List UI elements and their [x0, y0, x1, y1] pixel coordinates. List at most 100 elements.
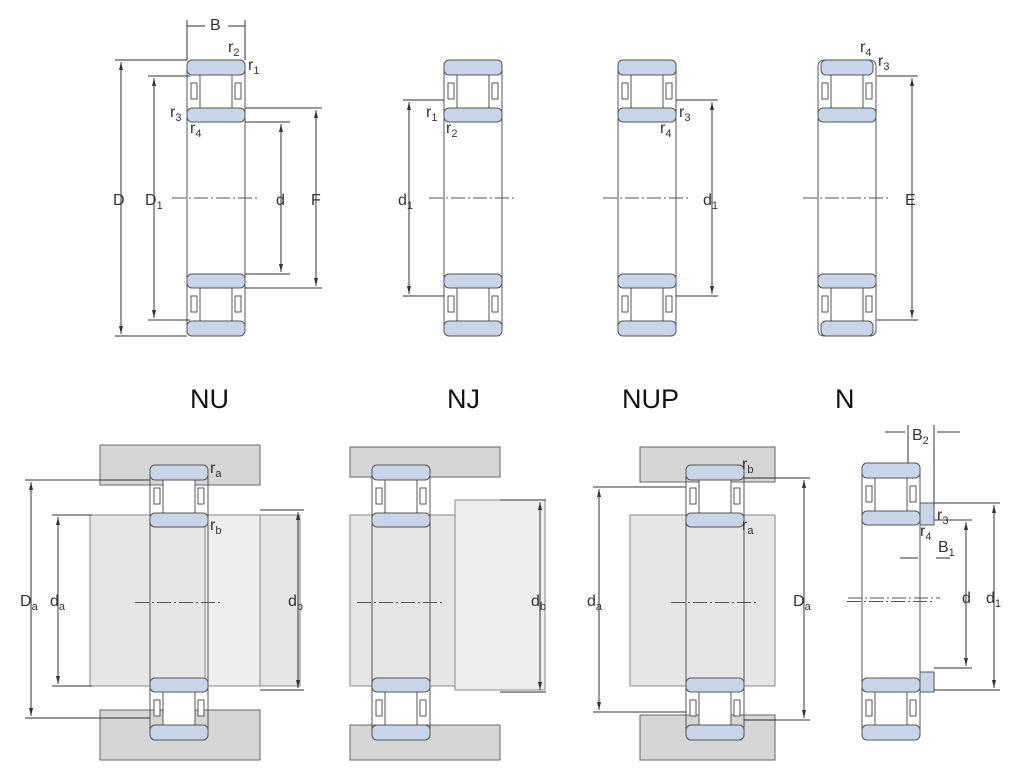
label-r1: r1	[248, 57, 259, 77]
outer-ring	[186, 59, 246, 76]
outer-ring	[820, 320, 874, 337]
cage	[865, 82, 873, 100]
cage	[689, 487, 697, 505]
label-B: B	[210, 17, 221, 34]
label-d1: d1	[703, 192, 718, 212]
arrowhead	[910, 310, 914, 318]
inner-ring	[149, 677, 209, 693]
cage	[153, 699, 161, 717]
arrowhead	[296, 680, 300, 688]
roller	[162, 479, 196, 514]
arrowhead	[597, 702, 601, 710]
label-D: D	[113, 192, 125, 209]
cage	[197, 699, 205, 717]
arrowhead	[56, 676, 60, 684]
inner-ring	[617, 107, 677, 123]
cage	[234, 82, 242, 100]
arrowhead	[152, 78, 156, 86]
outer-ring	[186, 320, 246, 337]
label-ra: ra	[210, 460, 222, 480]
label-d1: d1	[986, 590, 1001, 610]
ring-flange	[919, 502, 935, 526]
arrowhead	[407, 286, 411, 294]
inner-ring	[371, 677, 431, 693]
title-nup: NUP	[622, 384, 679, 414]
cage	[375, 699, 383, 717]
shaft	[89, 514, 301, 687]
roller	[384, 479, 418, 514]
cage	[447, 82, 455, 100]
inner-ring	[817, 273, 877, 289]
inner-ring	[149, 512, 209, 528]
label-r4: r4	[660, 120, 671, 140]
outer-ring	[149, 724, 209, 741]
roller	[456, 287, 490, 322]
arrowhead	[29, 708, 33, 716]
label-r3: r3	[878, 53, 889, 73]
label-r3: r3	[170, 104, 181, 124]
outer-ring	[149, 464, 209, 481]
outer-ring	[617, 59, 677, 76]
inner-ring	[685, 677, 745, 693]
arrowhead	[710, 102, 714, 110]
cage	[491, 82, 499, 100]
roller	[830, 74, 864, 109]
shaft-sleeve	[454, 499, 546, 691]
arrowhead	[296, 512, 300, 520]
cage	[419, 487, 427, 505]
arrowhead	[119, 326, 123, 334]
cage	[190, 295, 198, 313]
cage	[665, 295, 673, 313]
label-d1: d1	[398, 192, 413, 212]
cage	[821, 82, 829, 100]
label-ra: ra	[742, 517, 754, 537]
roller	[630, 287, 664, 322]
roller	[199, 74, 233, 109]
arrowhead	[152, 310, 156, 318]
roller	[630, 74, 664, 109]
outer-ring	[861, 462, 921, 479]
cage	[447, 295, 455, 313]
label-E: E	[905, 192, 916, 209]
arrowhead	[710, 286, 714, 294]
cage	[733, 487, 741, 505]
cage	[865, 699, 873, 717]
cage	[621, 82, 629, 100]
roller	[384, 691, 418, 726]
roller	[698, 691, 732, 726]
label-r2: r2	[228, 39, 239, 59]
arrowhead	[279, 124, 283, 132]
arrowhead	[538, 502, 542, 510]
cage	[665, 82, 673, 100]
ring-flange	[919, 671, 935, 693]
roller	[830, 287, 864, 322]
cage	[234, 295, 242, 313]
inner-ring	[685, 512, 745, 528]
label-d: d	[962, 590, 971, 607]
cage	[190, 82, 198, 100]
shaft-shoulder	[204, 514, 261, 687]
outer-ring	[685, 724, 745, 741]
inner-ring	[617, 273, 677, 289]
title-nj: NJ	[447, 384, 480, 414]
arrowhead	[992, 505, 996, 513]
cage	[491, 295, 499, 313]
inner-ring	[371, 512, 431, 528]
cage	[621, 295, 629, 313]
label-r1: r1	[426, 104, 437, 124]
arrowhead	[802, 480, 806, 488]
label-db: db	[288, 593, 303, 613]
arrowhead	[314, 278, 318, 286]
label-Da: Da	[20, 593, 39, 613]
arrowhead	[910, 78, 914, 86]
roller	[698, 479, 732, 514]
arrowhead	[802, 710, 806, 718]
cage	[821, 295, 829, 313]
label-db: db	[531, 593, 546, 613]
inner-ring	[861, 677, 921, 693]
roller	[456, 74, 490, 109]
inner-ring	[186, 273, 246, 289]
inner-ring	[443, 273, 503, 289]
inner-ring	[861, 510, 921, 526]
